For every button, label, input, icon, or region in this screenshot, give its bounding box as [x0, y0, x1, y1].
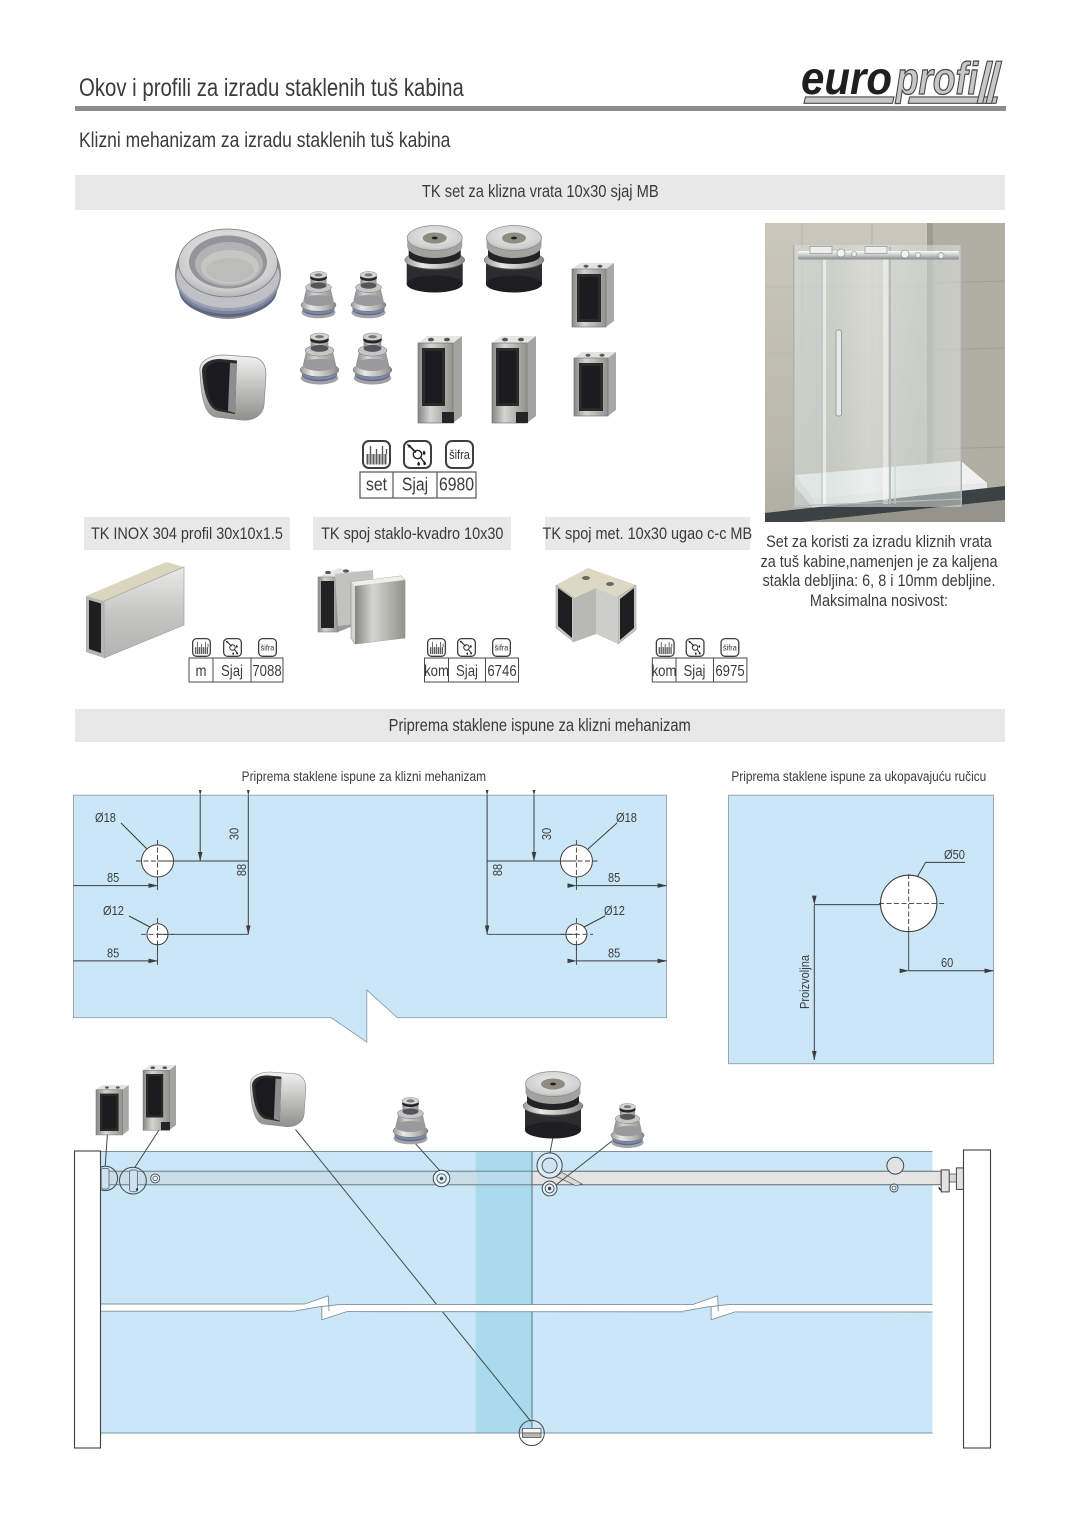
svg-text:Ø18: Ø18 — [616, 810, 637, 825]
svg-text:85: 85 — [107, 870, 120, 885]
svg-text:profi: profi — [895, 53, 979, 104]
svg-text:30: 30 — [539, 828, 554, 841]
svg-text:6746: 6746 — [487, 663, 516, 680]
svg-text:85: 85 — [107, 946, 120, 961]
svg-text:Ø50: Ø50 — [944, 847, 965, 862]
svg-text:7088: 7088 — [252, 663, 281, 680]
svg-text:Ø12: Ø12 — [103, 903, 124, 918]
svg-text:Sjaj: Sjaj — [221, 663, 243, 680]
svg-text:88: 88 — [490, 864, 505, 877]
svg-text:6980: 6980 — [439, 473, 474, 495]
svg-text:88: 88 — [234, 864, 249, 877]
svg-text:m: m — [196, 663, 207, 680]
svg-text:30: 30 — [227, 828, 242, 841]
svg-text:set: set — [366, 473, 387, 495]
svg-text:kom: kom — [652, 663, 677, 680]
svg-text:Ø18: Ø18 — [95, 810, 116, 825]
svg-text:60: 60 — [941, 955, 954, 970]
svg-text:85: 85 — [608, 946, 621, 961]
svg-text:Sjaj: Sjaj — [684, 663, 706, 680]
svg-text:Ø12: Ø12 — [604, 903, 625, 918]
svg-text:Proizvoljna: Proizvoljna — [797, 955, 812, 1009]
svg-text:kom: kom — [424, 663, 449, 680]
svg-text:euro: euro — [801, 52, 892, 104]
svg-text:Sjaj: Sjaj — [402, 473, 428, 495]
svg-text:6975: 6975 — [715, 663, 744, 680]
svg-text:Sjaj: Sjaj — [456, 663, 478, 680]
svg-text:85: 85 — [608, 870, 621, 885]
